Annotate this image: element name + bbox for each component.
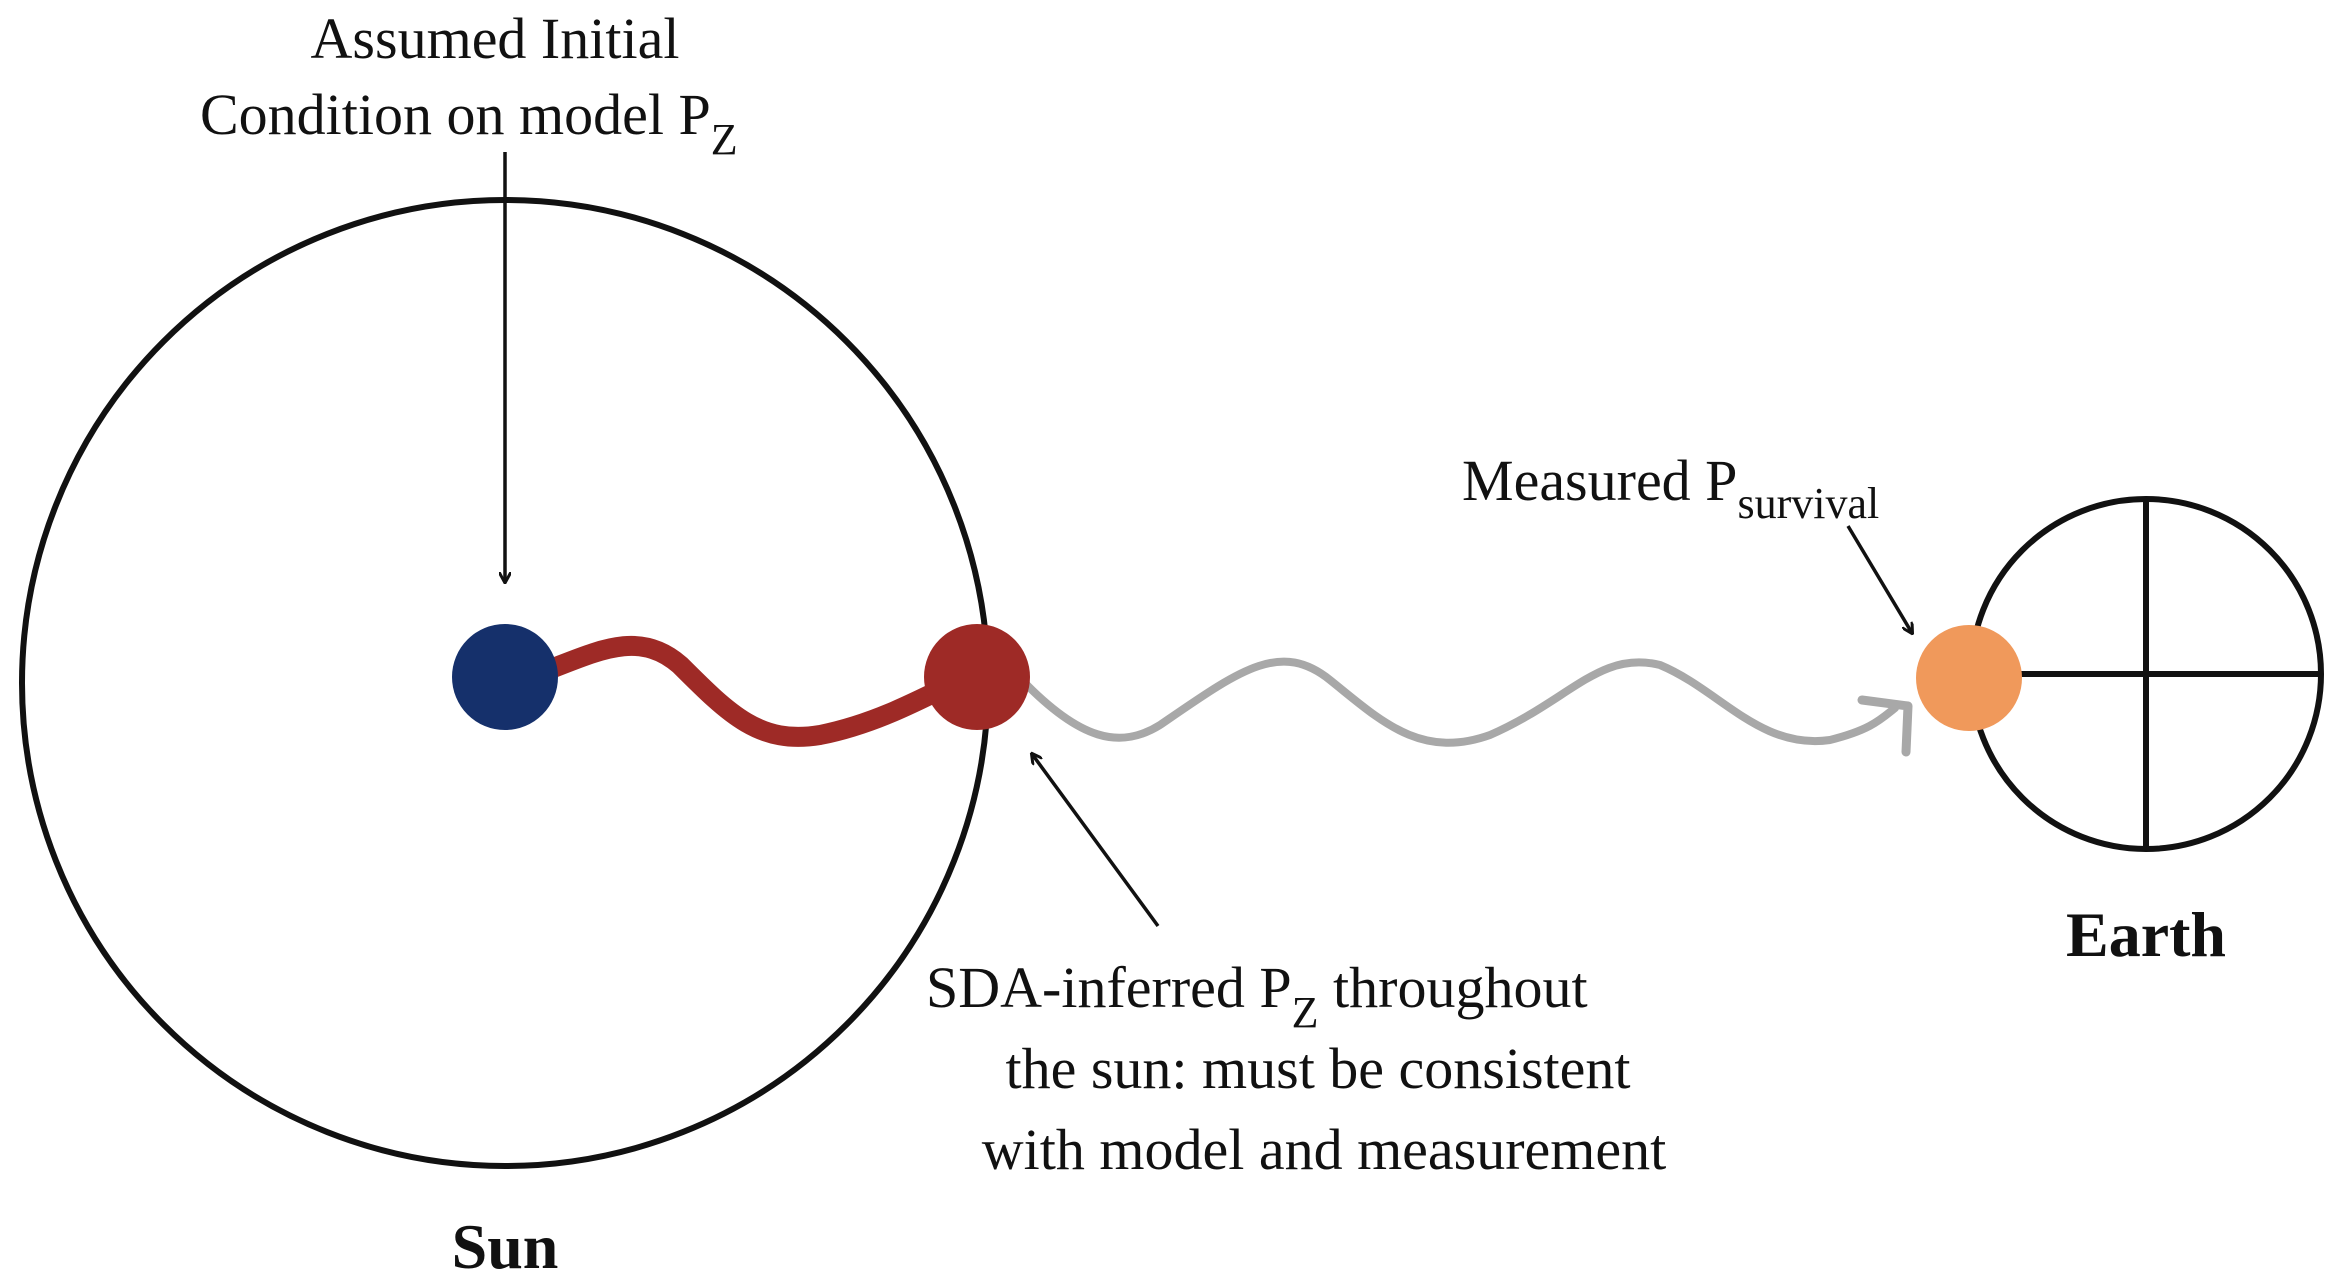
sda-line1: SDA-inferred PZ throughout <box>926 955 1588 1037</box>
measured-arrow <box>1846 525 1912 633</box>
measured-survival-label: Measured Psurvival <box>1462 448 1879 528</box>
sda-line2: the sun: must be consistent <box>1005 1036 1630 1101</box>
initial-condition-line1: Assumed Initial <box>311 6 680 71</box>
sda-inferred-label: SDA-inferred PZ throughout the sun: must… <box>926 955 1666 1182</box>
initial-condition-line2: Condition on model PZ <box>200 82 738 164</box>
initial-condition-label: Assumed Initial Condition on model PZ <box>200 6 738 164</box>
earth-detection-point <box>1916 625 2022 731</box>
earth-globe <box>1968 496 2324 852</box>
sda-line3: with model and measurement <box>982 1117 1667 1182</box>
sun-label: Sun <box>452 1211 559 1282</box>
vacuum-oscillation-wave <box>1018 657 1899 747</box>
earth-label: Earth <box>2066 899 2226 970</box>
solar-surface-point <box>924 624 1030 730</box>
vacuum-wave-arrowhead <box>1857 695 1913 757</box>
sda-arrow <box>1032 754 1160 928</box>
solar-propagation-path <box>538 635 970 747</box>
core-production-point <box>452 624 558 730</box>
